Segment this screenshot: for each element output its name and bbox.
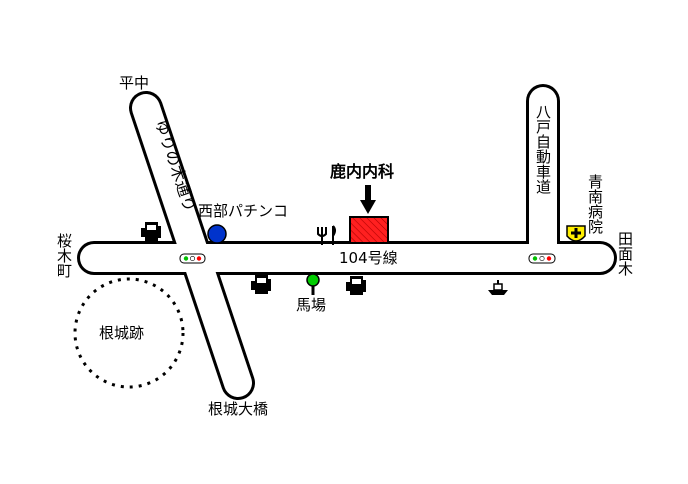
traffic-signal-icon	[528, 253, 556, 264]
pachinko-marker-icon	[207, 224, 227, 244]
arrow-down-icon	[360, 185, 376, 214]
place-label-clinic: 鹿内内科	[330, 162, 395, 181]
restaurant-icon	[317, 225, 336, 245]
tree-icon	[306, 273, 320, 295]
area-label-sakuragi: 桜木町	[55, 233, 73, 278]
place-label-pachinko: 西部パチンコ	[198, 202, 289, 220]
gas-station-icon	[141, 222, 161, 241]
castle-ruins-boundary	[73, 277, 185, 389]
clinic-building	[349, 216, 389, 244]
gas-station-icon	[346, 276, 366, 295]
place-label-castle-ruins: 根城跡	[99, 324, 145, 342]
road-label-104: 104号線	[339, 249, 398, 267]
traffic-signal-icon	[179, 253, 206, 264]
boat-icon	[488, 280, 508, 295]
place-label-bridge: 根城大橋	[208, 400, 269, 418]
road-fills	[80, 87, 614, 397]
hospital-icon	[566, 225, 586, 242]
place-label-horse-track: 馬場	[296, 296, 327, 314]
place-label-hospital: 青南病院	[586, 174, 604, 234]
gas-station-icon	[251, 275, 271, 294]
area-label-tamoki: 田面木	[616, 231, 634, 276]
road-label-expressway: 八戸自動車道	[534, 104, 552, 194]
area-label-hiranaka: 平中	[119, 74, 150, 92]
